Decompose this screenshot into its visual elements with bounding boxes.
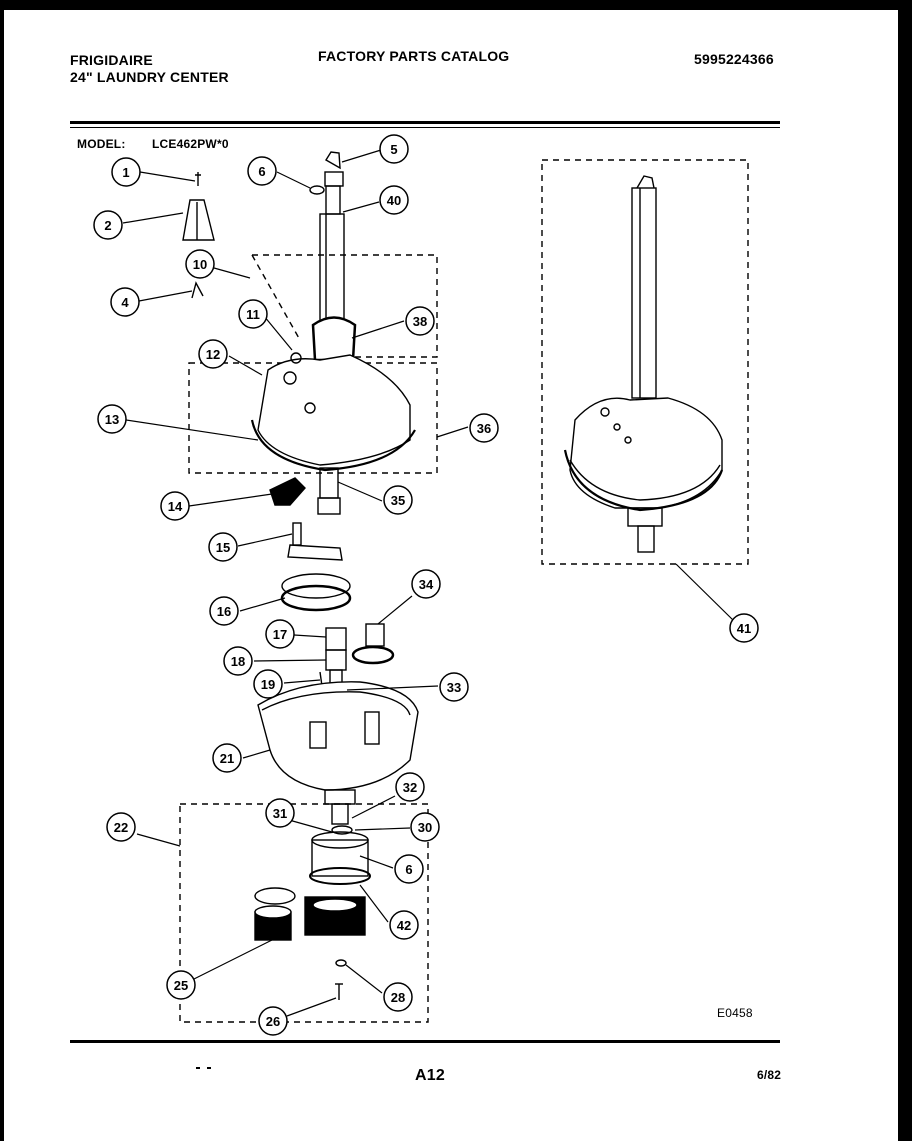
callout-18: 18 <box>223 646 253 676</box>
callout-33: 33 <box>439 672 469 702</box>
callout-14-label: 14 <box>168 499 183 514</box>
callout-28-label: 28 <box>391 990 405 1005</box>
callout-34-label: 34 <box>419 577 434 592</box>
brand-name: FRIGIDAIRE <box>70 52 153 68</box>
model-label: MODEL: <box>77 137 126 151</box>
header-rule <box>70 121 780 124</box>
callout-2: 2 <box>93 210 123 240</box>
callout-21-label: 21 <box>220 751 234 766</box>
callout-13: 13 <box>97 404 127 434</box>
callout-32: 32 <box>395 772 425 802</box>
callout-36: 36 <box>469 413 499 443</box>
product-name: 24" LAUNDRY CENTER <box>70 69 229 85</box>
callout-1-label: 1 <box>122 165 129 180</box>
callout-5: 5 <box>379 134 409 164</box>
callout-11-label: 11 <box>246 307 260 322</box>
callout-6-bottom-label: 6 <box>405 862 412 877</box>
callout-4-label: 4 <box>121 295 129 310</box>
callout-26-label: 26 <box>266 1014 280 1029</box>
callout-12-label: 12 <box>206 347 220 362</box>
callout-13-label: 13 <box>105 412 119 427</box>
callout-31: 31 <box>265 798 295 828</box>
callout-15: 15 <box>208 532 238 562</box>
callout-22-label: 22 <box>114 820 128 835</box>
callout-6-top-label: 6 <box>258 164 265 179</box>
callout-5-label: 5 <box>390 142 397 157</box>
callout-11: 11 <box>238 299 268 329</box>
callout-4: 4 <box>110 287 140 317</box>
scan-speck <box>196 1067 200 1069</box>
dashed-group-boxes <box>179 159 749 1023</box>
figure-code: E0458 <box>717 1006 753 1020</box>
callout-41: 41 <box>729 613 759 643</box>
transmission-assembly-41 <box>563 175 724 553</box>
callout-33-label: 33 <box>447 680 461 695</box>
callout-42: 42 <box>389 910 419 940</box>
callout-32-label: 32 <box>403 780 417 795</box>
leader-lines <box>122 149 736 1017</box>
callout-34: 34 <box>411 569 441 599</box>
callout-30-label: 30 <box>418 820 432 835</box>
callout-10: 10 <box>185 249 215 279</box>
mid-parts <box>257 477 419 825</box>
callout-30: 30 <box>410 812 440 842</box>
upper-shaft-parts <box>182 151 416 515</box>
page-top-edge <box>0 0 912 10</box>
lower-brake-parts <box>254 825 371 1000</box>
page-right-edge <box>898 0 912 1141</box>
scan-speck <box>207 1067 211 1069</box>
callout-35-label: 35 <box>391 493 405 508</box>
callout-31-label: 31 <box>273 806 287 821</box>
callout-42-label: 42 <box>397 918 411 933</box>
model-value: LCE462PW*0 <box>152 137 229 151</box>
catalog-title: FACTORY PARTS CATALOG <box>318 48 510 64</box>
callout-16-label: 16 <box>217 604 231 619</box>
callout-14: 14 <box>160 491 190 521</box>
callout-10-label: 10 <box>193 257 207 272</box>
callout-40: 40 <box>379 185 409 215</box>
callout-19-label: 19 <box>261 677 275 692</box>
callout-28: 28 <box>383 982 413 1012</box>
header-rule-thin <box>70 127 780 128</box>
footer-rule <box>70 1040 780 1043</box>
callout-1: 1 <box>111 157 141 187</box>
callout-21: 21 <box>212 743 242 773</box>
callout-6-bottom: 6 <box>394 854 424 884</box>
callout-35: 35 <box>383 485 413 515</box>
page-left-edge <box>0 0 4 1141</box>
callout-38: 38 <box>405 306 435 336</box>
callout-25: 25 <box>166 970 196 1000</box>
revision-date: 6/82 <box>757 1068 782 1082</box>
callout-16: 16 <box>209 596 239 626</box>
callout-26: 26 <box>258 1006 288 1036</box>
callout-36-label: 36 <box>477 421 491 436</box>
callout-15-label: 15 <box>216 540 230 555</box>
page-number: A12 <box>415 1067 445 1084</box>
callout-40-label: 40 <box>387 193 401 208</box>
callout-19: 19 <box>253 669 283 699</box>
callout-circles: 1 2 4 5 6 10 11 12 13 14 15 16 17 18 19 … <box>93 134 759 1036</box>
callout-25-label: 25 <box>174 978 188 993</box>
callout-18-label: 18 <box>231 654 245 669</box>
callout-41-label: 41 <box>737 621 751 636</box>
callout-17: 17 <box>265 619 295 649</box>
callout-17-label: 17 <box>273 627 287 642</box>
callout-2-label: 2 <box>104 218 111 233</box>
catalog-number: 5995224366 <box>694 51 774 67</box>
callout-38-label: 38 <box>413 314 427 329</box>
callout-6-top: 6 <box>247 156 277 186</box>
callout-22: 22 <box>106 812 136 842</box>
callout-12: 12 <box>198 339 228 369</box>
